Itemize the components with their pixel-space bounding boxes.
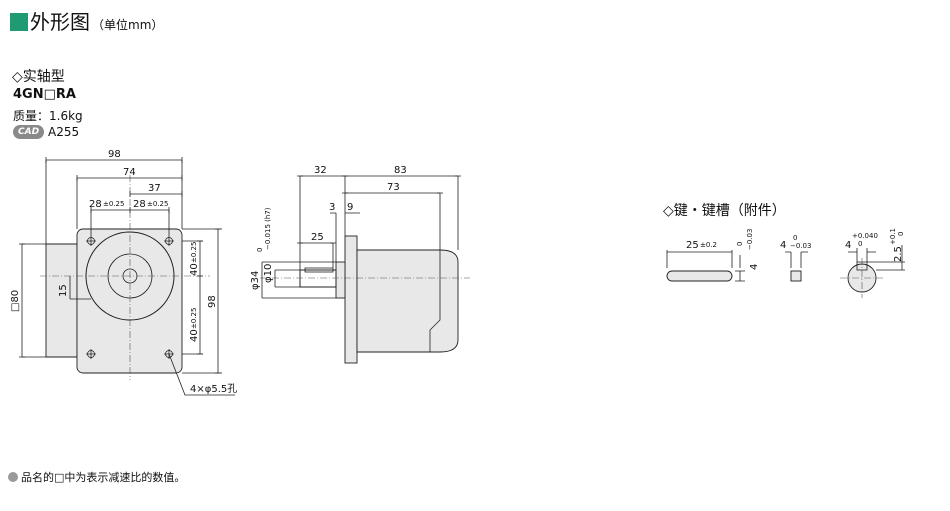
dim-phi10-tol-up: 0 bbox=[256, 248, 264, 252]
dim-37: 37 bbox=[148, 183, 161, 194]
front-view: 98 74 37 28 ±0.25 28 ±0.25 □80 15 40 ±0.… bbox=[10, 149, 237, 396]
key-len-tol: ±0.2 bbox=[700, 241, 717, 249]
slot-d-tol-low: 0 bbox=[897, 232, 905, 236]
dim-28-left-tol: ±0.25 bbox=[103, 200, 124, 208]
slot-d: 2.5 bbox=[893, 246, 904, 262]
side-view: 32 83 73 3 9 25 φ10 0 −0.015 (h7) φ34 bbox=[250, 165, 470, 364]
side-shaft bbox=[299, 269, 337, 288]
key-h4: 4 bbox=[749, 264, 760, 270]
side-pilot bbox=[335, 261, 346, 299]
dim-25: 25 bbox=[311, 232, 324, 243]
dim-phi10: φ10 bbox=[263, 264, 274, 283]
dim-phi10-tol-low: −0.015 (h7) bbox=[264, 207, 272, 250]
key-len: 25 bbox=[686, 240, 699, 251]
cad-row[interactable]: CAD A255 bbox=[13, 125, 79, 139]
cad-code[interactable]: A255 bbox=[48, 125, 80, 139]
title-text: 外形图 bbox=[30, 10, 90, 34]
key-h4-tol-up: 0 bbox=[736, 242, 744, 246]
slot-w-tol-up: +0.040 bbox=[852, 232, 878, 240]
dim-40-upper-tol: ±0.25 bbox=[190, 242, 198, 263]
dim-74: 74 bbox=[123, 167, 136, 178]
page-title: 外形图 （单位mm） bbox=[10, 6, 163, 35]
key-w4: 4 bbox=[780, 240, 786, 251]
key-end bbox=[790, 270, 802, 282]
note-bullet-icon bbox=[8, 472, 18, 482]
side-body-step bbox=[429, 250, 441, 352]
front-flange bbox=[76, 228, 183, 374]
section-title: ◇实轴型 bbox=[12, 69, 65, 85]
front-housing-left bbox=[45, 243, 78, 358]
footnote-text: 品名的□中为表示减速比的数值。 bbox=[21, 471, 186, 484]
dim-15: 15 bbox=[58, 284, 69, 297]
dim-32: 32 bbox=[314, 165, 327, 176]
dim-3: 3 bbox=[329, 202, 335, 213]
dim-40-lower-tol: ±0.25 bbox=[190, 308, 198, 329]
dim-98-height: 98 bbox=[207, 295, 218, 308]
slot-w-tol-low: 0 bbox=[858, 240, 862, 248]
slot-w: 4 bbox=[845, 240, 851, 251]
side-flange bbox=[344, 235, 358, 364]
dim-28-right: 28 bbox=[133, 199, 146, 210]
key-w4-tol-low: −0.03 bbox=[790, 242, 811, 250]
dim-83: 83 bbox=[394, 165, 407, 176]
key-w4-tol-up: 0 bbox=[793, 234, 797, 242]
key-side bbox=[666, 270, 733, 282]
dim-28-right-tol: ±0.25 bbox=[147, 200, 168, 208]
dim-holes: 4×φ5.5孔 bbox=[190, 383, 237, 395]
side-key bbox=[304, 267, 334, 273]
model-number: 4GN□RA bbox=[13, 87, 76, 102]
dim-28-left: 28 bbox=[89, 199, 102, 210]
dim-40-lower: 40 bbox=[189, 329, 200, 342]
dim-9: 9 bbox=[347, 202, 353, 213]
cad-badge[interactable]: CAD bbox=[13, 125, 45, 139]
dim-73: 73 bbox=[387, 182, 400, 193]
dim-phi34: φ34 bbox=[250, 271, 261, 290]
dim-40-upper: 40 bbox=[189, 263, 200, 276]
mass-label: 质量：1.6kg bbox=[13, 109, 83, 123]
title-marker bbox=[10, 13, 28, 31]
title-unit: （单位mm） bbox=[92, 18, 164, 32]
footnote: 品名的□中为表示减速比的数值。 bbox=[8, 469, 185, 485]
slot-d-tol-up: +0.1 bbox=[889, 228, 897, 245]
key-section-title: ◇键・键槽（附件） bbox=[663, 203, 786, 219]
side-motor-body bbox=[356, 249, 459, 353]
key-h4-tol-low: −0.03 bbox=[746, 229, 754, 250]
dim-98-width: 98 bbox=[108, 149, 121, 160]
dim-80-square: □80 bbox=[10, 290, 21, 312]
key-view: 25 ±0.2 4 0 −0.03 4 0 −0.03 4 +0.040 0 2… bbox=[666, 228, 905, 298]
